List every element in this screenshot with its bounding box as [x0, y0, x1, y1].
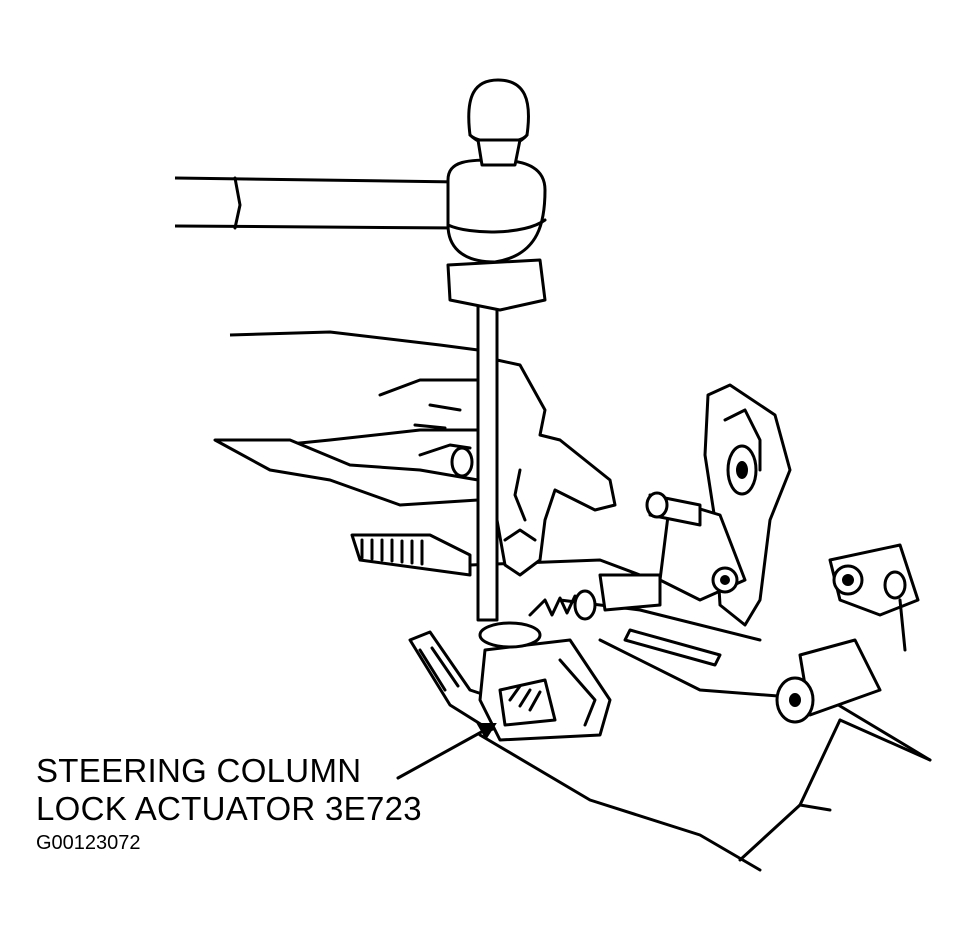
- pivot-bracket: [658, 383, 792, 627]
- callout-arrow: [396, 723, 497, 780]
- side-pins: [645, 491, 920, 724]
- callout-label-line-1: STEERING COLUMN: [36, 752, 362, 789]
- hand: [213, 330, 617, 577]
- lock-actuator: [408, 621, 612, 742]
- figure-id: G00123072: [36, 832, 141, 854]
- punch: [476, 303, 499, 622]
- toothed-rack: [350, 533, 662, 612]
- callout-label-line-2: LOCK ACTUATOR 3E723: [36, 790, 422, 827]
- spring: [528, 589, 597, 621]
- hammer: [174, 78, 547, 312]
